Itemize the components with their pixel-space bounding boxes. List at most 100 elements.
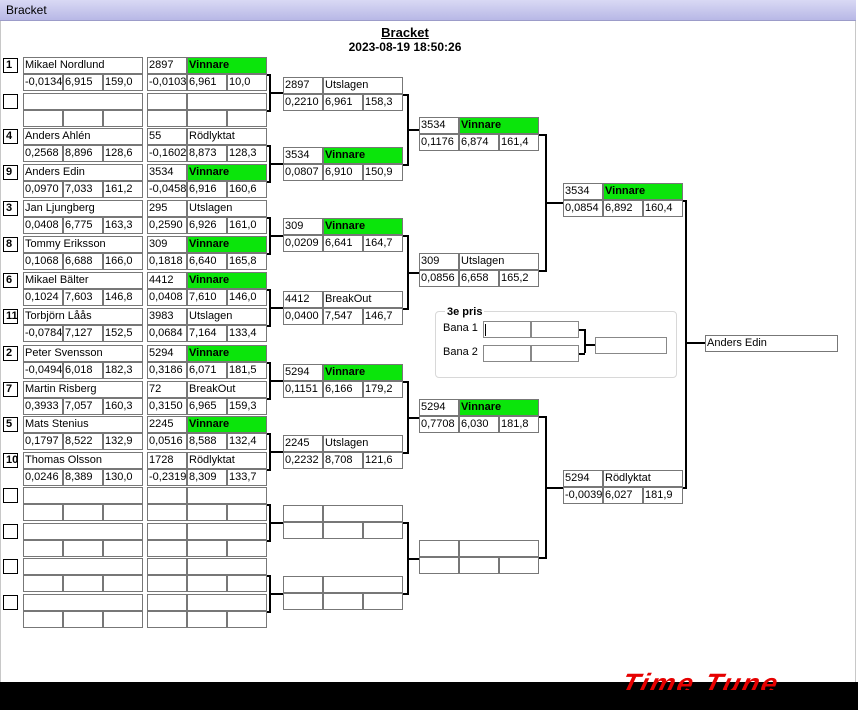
result-et (187, 611, 227, 628)
bracket-connector (407, 557, 419, 560)
racer-reaction: 0,0408 (23, 217, 63, 234)
racer-speed (103, 575, 143, 592)
racer-reaction (23, 110, 63, 127)
result-speed (499, 557, 539, 574)
seed-number (3, 595, 18, 610)
racer-et: 6,688 (63, 253, 103, 270)
result-number: 4412 (283, 291, 323, 308)
result-et: 6,965 (187, 398, 227, 415)
seed-number: 3 (3, 201, 18, 216)
racer-speed (103, 540, 143, 557)
racer-name: Thomas Olsson (23, 452, 143, 469)
result-status: Vinnare (323, 147, 403, 164)
result-number: 295 (147, 200, 187, 217)
result-number: 309 (147, 236, 187, 253)
bracket-connector (407, 271, 419, 274)
result-status (323, 576, 403, 593)
result-number (147, 487, 187, 504)
result-et: 6,910 (323, 164, 363, 181)
result-status: Vinnare (323, 364, 403, 381)
racer-reaction: 0,0970 (23, 181, 63, 198)
window-frame-left (0, 21, 1, 682)
lane1-result (531, 321, 579, 338)
result-speed (227, 575, 267, 592)
result-number: 3534 (283, 147, 323, 164)
racer-name (23, 93, 143, 110)
result-status: Vinnare (459, 399, 539, 416)
result-number (147, 558, 187, 575)
result-reaction: 0,0807 (283, 164, 323, 181)
result-status: Vinnare (459, 117, 539, 134)
final-connector (685, 342, 705, 344)
bracket-connector (267, 611, 271, 613)
bracket-connector (539, 134, 547, 136)
result-status: Vinnare (187, 272, 267, 289)
result-et: 6,892 (603, 200, 643, 217)
racer-name (23, 523, 143, 540)
result-reaction: -0,2319 (147, 469, 187, 486)
result-status: Vinnare (187, 236, 267, 253)
result-reaction: 0,2210 (283, 94, 323, 111)
result-et: 6,641 (323, 235, 363, 252)
bracket-connector (269, 307, 283, 309)
result-speed: 159,3 (227, 398, 267, 415)
result-status: Utslagen (323, 77, 403, 94)
racer-speed: 161,2 (103, 181, 143, 198)
seed-number: 6 (3, 273, 18, 288)
bracket-connector (269, 92, 283, 94)
result-et: 6,961 (187, 74, 227, 91)
result-et: 7,547 (323, 308, 363, 325)
result-et (187, 540, 227, 557)
bracket-connector (269, 522, 283, 524)
result-reaction: 0,1176 (419, 134, 459, 151)
result-et: 8,873 (187, 145, 227, 162)
result-reaction: 0,1818 (147, 253, 187, 270)
racer-speed (103, 611, 143, 628)
bracket-connector (269, 380, 283, 382)
racer-reaction: 0,1068 (23, 253, 63, 270)
bracket-connector (267, 398, 271, 400)
third-prize-title: 3e pris (445, 306, 485, 318)
seed-number: 10 (3, 453, 18, 468)
bracket-connector (403, 522, 409, 524)
result-number (283, 505, 323, 522)
result-status: Vinnare (187, 164, 267, 181)
racer-et: 8,896 (63, 145, 103, 162)
racer-speed: 160,3 (103, 398, 143, 415)
result-speed: 150,9 (363, 164, 403, 181)
result-et (187, 504, 227, 521)
result-reaction: 0,0400 (283, 308, 323, 325)
result-reaction: 0,2590 (147, 217, 187, 234)
bracket-connector (407, 416, 419, 419)
result-status: Vinnare (603, 183, 683, 200)
racer-name: Torbjörn Låås (23, 308, 143, 325)
racer-speed (103, 504, 143, 521)
result-speed: 165,2 (499, 270, 539, 287)
result-number: 3534 (419, 117, 459, 134)
lane1-input[interactable] (483, 321, 531, 338)
racer-speed: 163,3 (103, 217, 143, 234)
result-status: BreakOut (323, 291, 403, 308)
result-number: 72 (147, 381, 187, 398)
title-bar[interactable]: Bracket (0, 0, 856, 21)
bracket-connector (407, 129, 419, 131)
result-et: 6,658 (459, 270, 499, 287)
result-speed: 132,4 (227, 433, 267, 450)
result-et: 6,926 (187, 217, 227, 234)
result-status (187, 523, 267, 540)
result-reaction: 0,0854 (563, 200, 603, 217)
lane2-input[interactable] (483, 345, 531, 362)
result-status: Vinnare (323, 218, 403, 235)
result-et: 8,708 (323, 452, 363, 469)
result-et (187, 575, 227, 592)
result-speed: 181,8 (499, 416, 539, 433)
result-number: 1728 (147, 452, 187, 469)
racer-reaction: 0,0246 (23, 469, 63, 486)
racer-speed: 146,8 (103, 289, 143, 306)
racer-reaction: -0,0494 (23, 362, 63, 379)
result-speed: 165,8 (227, 253, 267, 270)
result-number (147, 93, 187, 110)
result-speed (227, 110, 267, 127)
result-number (419, 540, 459, 557)
